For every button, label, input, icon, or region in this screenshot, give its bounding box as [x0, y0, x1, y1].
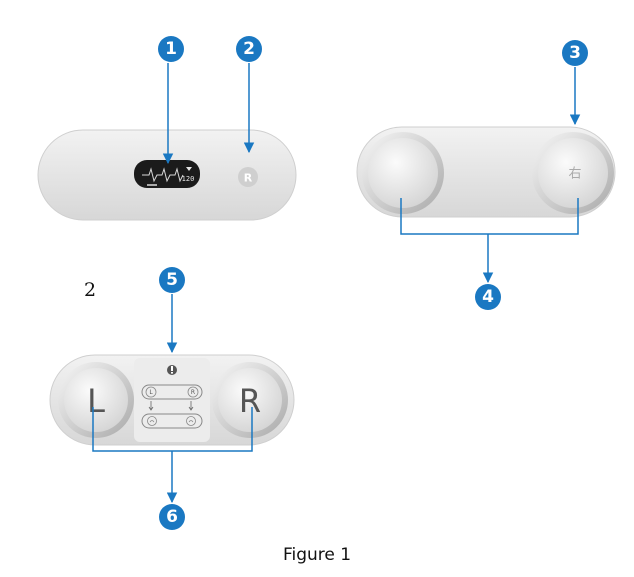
device-bottom-right-button [218, 368, 282, 432]
device-bottom-left-button [64, 368, 128, 432]
panel-bottom-pill-icon [141, 413, 203, 429]
device-bottom: L R L R [49, 354, 295, 446]
panel-r-icon [187, 386, 199, 398]
panel-l-letter: L [149, 389, 153, 396]
right-button-char: 右 [568, 167, 581, 182]
callout-6: 6 [92, 407, 253, 530]
side-label: 2 [84, 279, 97, 301]
device-top-display [134, 160, 200, 188]
callout-5: 5 [159, 267, 185, 354]
panel-hand-left-icon [147, 416, 157, 426]
display-value: 120 [182, 175, 195, 183]
callout-1: 1 [158, 36, 184, 165]
svg-text:4: 4 [482, 287, 494, 307]
r-badge-letter: R [244, 172, 253, 185]
figure-caption: Figure 1 [282, 545, 352, 565]
callout-2: 2 [236, 36, 262, 154]
r-badge-icon [238, 167, 258, 187]
heart-icon [186, 167, 192, 171]
left-button-letter: L [87, 382, 105, 420]
svg-text:1: 1 [165, 39, 177, 59]
device-top: 120 R [37, 129, 297, 221]
ecg-waveform-icon [142, 167, 184, 183]
device-right-left-button [368, 138, 438, 208]
panel-top-pill-icon [141, 384, 203, 400]
svg-text:6: 6 [166, 507, 178, 527]
device-right-right-button [538, 138, 608, 208]
callout-4: 4 [400, 198, 579, 310]
svg-text:5: 5 [166, 270, 178, 290]
right-button-letter: R [239, 382, 261, 420]
device-right: 右 [356, 126, 616, 218]
panel-r-letter: R [191, 389, 195, 396]
panel-l-icon [145, 386, 157, 398]
svg-text:2: 2 [243, 39, 255, 59]
callout-4-bracket [400, 198, 579, 235]
callout-3: 3 [562, 40, 588, 126]
panel-hand-right-icon [186, 416, 196, 426]
svg-text:3: 3 [569, 43, 581, 63]
